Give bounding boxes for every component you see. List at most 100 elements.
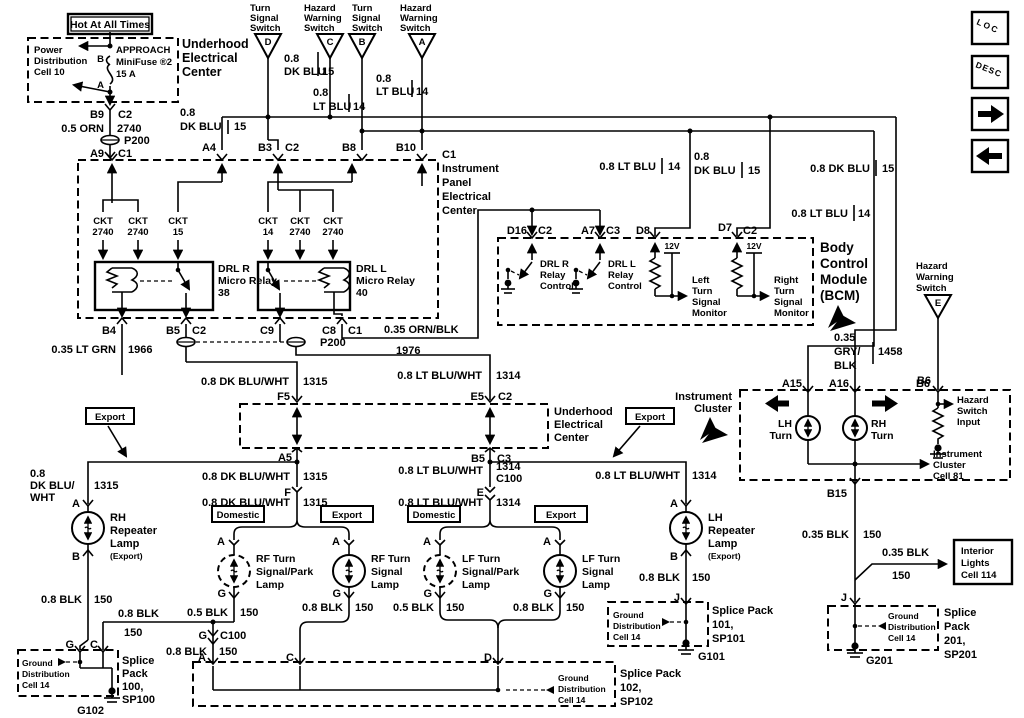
desc-button-label[interactable]: DESC xyxy=(974,60,1003,80)
rh-repeater-lamp-symbol xyxy=(71,511,105,545)
sp101-line3: SP101 xyxy=(712,633,745,645)
lf-lamp-line3: Lamp xyxy=(582,579,610,591)
lamp1-pin-a: A xyxy=(217,536,225,548)
wire-dkbluwht-label-1: 0.8 DK BLU/WHT xyxy=(201,376,289,388)
wiring-lines xyxy=(71,32,955,691)
hazard-sw-c-line3: Switch xyxy=(304,23,335,34)
pin-f5: F5 xyxy=(277,391,290,403)
left-mon-line1: Left xyxy=(692,275,710,286)
sp102-gd-line3: Cell 14 xyxy=(558,695,586,705)
domestic-tag-2 xyxy=(407,505,461,523)
sp101-line2: 101, xyxy=(712,619,733,631)
wire-ltblu-ckt-3: 14 xyxy=(668,161,681,173)
drl-l-ctl-line3: Control xyxy=(608,281,642,292)
wire-gryblk-ckt: 1458 xyxy=(878,346,902,358)
rh-gnd-label: 0.8 BLK xyxy=(41,594,82,606)
ground-drl-l-control xyxy=(569,279,583,294)
export-tag-3-label: Export xyxy=(332,510,363,521)
wire-dkbluwht-label-3: 0.8 DK BLU/WHT xyxy=(202,497,290,509)
next-arrow-button[interactable] xyxy=(970,96,1010,132)
wire-ltbluwht-ckt-3: 1314 xyxy=(496,497,521,509)
export-tag-2 xyxy=(625,407,675,425)
instrument-cluster-box xyxy=(739,389,1011,481)
power-dist-line3: Cell 10 xyxy=(34,67,65,78)
uec-title-line3: Center xyxy=(182,65,222,79)
lh-gnd-ckt: 150 xyxy=(692,572,710,584)
sp102-line1: Splice Pack xyxy=(620,668,682,680)
ground-symbols xyxy=(104,279,946,703)
lamp4-pin-a: A xyxy=(543,536,551,548)
wire-blk035-ckt-2: 150 xyxy=(892,570,910,582)
wire-ltbluwht-label-1: 0.8 LT BLU/WHT xyxy=(397,370,482,382)
sp102-line3: SP102 xyxy=(620,696,653,708)
sp102-gd-line2: Distribution xyxy=(558,684,606,694)
splice-p200-top: P200 xyxy=(124,135,150,147)
rf-park-lamp-line3: Lamp xyxy=(256,579,284,591)
sp100-line1: Splice xyxy=(122,655,154,667)
wire-dkblu-ckt-4: 15 xyxy=(882,163,894,175)
right-mon-line2: Turn xyxy=(774,286,795,297)
sp100-line2: Pack xyxy=(122,668,149,680)
hazard-sw-e-line3: Switch xyxy=(916,283,947,294)
export-tag-1 xyxy=(85,407,135,425)
triangle-pin-e: E xyxy=(935,298,941,309)
ckt-word-5: CKT xyxy=(290,216,310,227)
rh-feed-ckt: 1315 xyxy=(94,480,118,492)
wire-dkblu-ckt-1: 15 xyxy=(234,121,246,133)
left-arrow-icon[interactable] xyxy=(976,147,1002,165)
connector-triangles xyxy=(253,33,953,321)
fuse-name-line2: MiniFuse ®2 xyxy=(116,57,172,68)
lamp2-pin-g: G xyxy=(332,588,341,600)
hazard-sw-c-line1: Hazard xyxy=(304,3,336,14)
pin-c1-bottom: C1 xyxy=(348,325,362,337)
hot-at-all-times-box xyxy=(66,12,154,36)
wire-blk035-label-2: 0.35 BLK xyxy=(882,547,929,559)
left-turn-arrow-icon xyxy=(765,395,789,412)
v12-left: 12V xyxy=(664,241,679,251)
domestic-tag-1-label: Domestic xyxy=(217,510,260,521)
rf-turn-signal-park-lamp-symbol xyxy=(217,554,251,588)
desc-button[interactable]: DESC xyxy=(970,54,1010,90)
right-arrow-icon[interactable] xyxy=(978,105,1004,123)
g101-label: G101 xyxy=(698,651,725,663)
wire-ltbluwht-label-2: 0.8 LT BLU/WHT xyxy=(398,465,483,477)
prev-arrow-button[interactable] xyxy=(970,138,1010,174)
sp101-gd-line3: Cell 14 xyxy=(613,632,641,642)
wire-ltgrn-ckt: 1966 xyxy=(128,344,152,356)
wire-dkbluwht-ckt-3: 1315 xyxy=(303,497,327,509)
drl-l-ctl-line2: Relay xyxy=(608,270,634,281)
lh-feed-ckt: 1314 xyxy=(692,470,717,482)
fuse-terminal-a: A xyxy=(97,80,104,91)
splice-p200-mid: P200 xyxy=(320,337,346,349)
triangle-pin-a: A xyxy=(419,37,426,48)
hazard-input-line3: Input xyxy=(957,417,981,428)
ground-dist-arrow-sp101 xyxy=(662,618,670,626)
ckt-val-4: 14 xyxy=(263,227,274,238)
loc-button[interactable]: LOC xyxy=(970,10,1010,46)
ground-drl-r-control xyxy=(501,279,515,294)
pin-c2-d16: C2 xyxy=(538,225,552,237)
triangle-pin-d: D xyxy=(265,37,272,48)
dashed-links xyxy=(66,270,876,691)
uec2-title-line3: Center xyxy=(554,432,590,444)
pin-c2-ipec: C2 xyxy=(285,142,299,154)
wire-ltblu-gauge-2: 0.8 xyxy=(313,87,328,99)
wire-blk035-ckt-1: 150 xyxy=(863,529,881,541)
pin-d16: D16 xyxy=(507,225,527,237)
cluster-title-line2: Cluster xyxy=(694,403,733,415)
sp201-gd-line1: Ground xyxy=(888,611,919,621)
hazard-sw-e-line1: Hazard xyxy=(916,261,948,272)
rh-rep-pin-a: A xyxy=(72,498,80,510)
wire-blk035-label-1: 0.35 BLK xyxy=(802,529,849,541)
hazard-sw-a-line2: Warning xyxy=(400,13,438,24)
wire-dkblu-color-3: DK BLU xyxy=(694,165,736,177)
interior-line3: Cell 114 xyxy=(961,570,997,581)
power-distribution-box xyxy=(27,37,179,103)
g201-label: G201 xyxy=(866,655,893,667)
left-mon-line2: Turn xyxy=(692,286,713,297)
export-tag-4 xyxy=(534,505,588,523)
loc-button-label[interactable]: LOC xyxy=(975,17,1001,36)
pin-c3-uec2: C3 xyxy=(497,453,511,465)
sp201-gd-line2: Distribution xyxy=(888,622,936,632)
